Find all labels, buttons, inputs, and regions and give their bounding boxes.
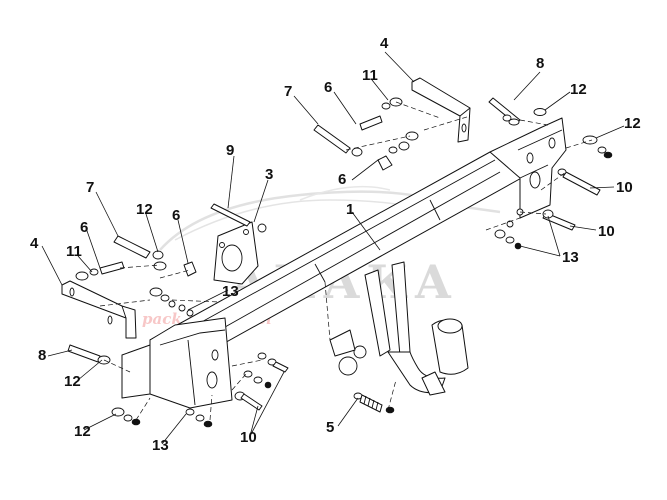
callout-label: 8 — [536, 55, 544, 72]
callout-label: 8 — [38, 347, 46, 364]
callout-label: 11 — [362, 67, 378, 84]
upper-mounting-plate-left — [61, 280, 137, 339]
callout-label: 7 — [284, 83, 292, 100]
callout-label: 12 — [624, 115, 641, 132]
tow-ball-assembly — [329, 261, 469, 396]
callout-label: 6 — [324, 79, 332, 96]
callout-label: 12 — [64, 373, 81, 390]
callout-label: 6 — [80, 219, 88, 236]
hardware-left-bottom — [67, 344, 289, 428]
electrical-socket-bracket — [213, 221, 259, 285]
callout-label: 13 — [152, 437, 169, 454]
ball-mount-hardware — [353, 392, 395, 414]
callout-label: 12 — [136, 201, 153, 218]
callout-label: 5 — [326, 419, 334, 436]
callout-label: 10 — [598, 223, 615, 240]
left-side-bracket — [121, 317, 233, 409]
leader-lines — [41, 51, 625, 445]
callout-label: 4 — [380, 35, 389, 52]
callout-label: 11 — [66, 243, 82, 260]
hardware-left-top — [75, 203, 267, 317]
callout-label: 6 — [172, 207, 180, 224]
callout-label: 6 — [338, 171, 346, 188]
dashed-guides — [99, 101, 593, 421]
callout-label: 10 — [616, 179, 633, 196]
upper-mounting-plate-right — [411, 77, 471, 143]
callout-label: 13 — [222, 283, 239, 300]
callout-label: 12 — [570, 81, 587, 98]
callout-label: 4 — [30, 235, 39, 252]
callout-label: 12 — [74, 423, 91, 440]
callout-label: 3 — [265, 166, 273, 183]
part-callouts: 4 8 11 6 7 12 12 9 3 6 10 7 12 6 1 10 6 … — [30, 35, 641, 454]
callout-label: 9 — [226, 142, 234, 159]
callout-label: 1 — [346, 201, 354, 218]
callout-label: 7 — [86, 179, 94, 196]
callout-label: 13 — [562, 249, 579, 266]
right-side-bracket — [489, 117, 567, 219]
callout-label: 10 — [240, 429, 257, 446]
